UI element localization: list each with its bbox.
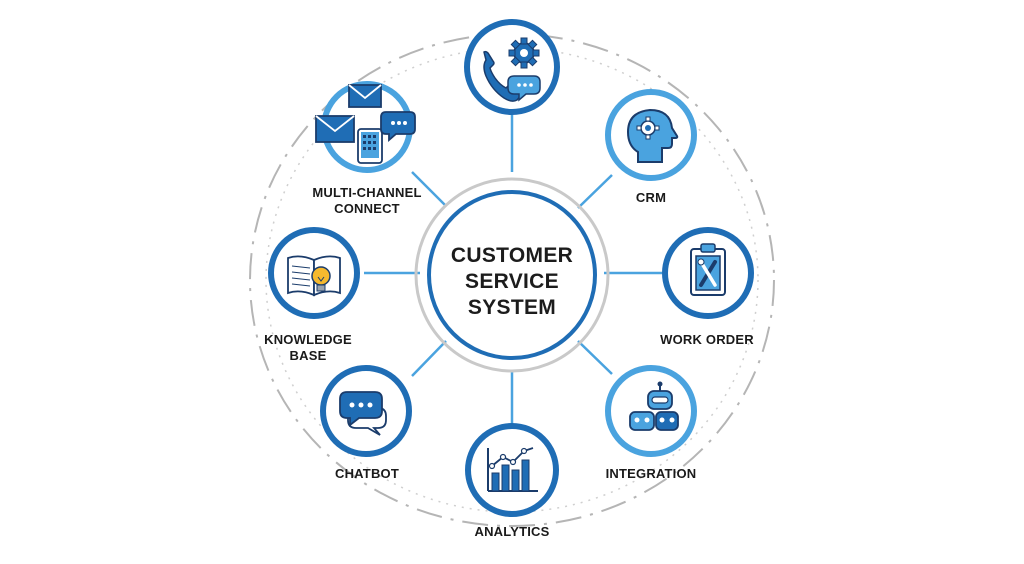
label-line: ANALYTICS <box>474 524 550 539</box>
head-gear-icon <box>626 108 679 163</box>
node-chatbot <box>320 365 412 457</box>
center-title: CUSTOMER SERVICE SYSTEM <box>451 243 573 321</box>
robots-icon <box>629 381 679 431</box>
node-multi-channel-connect <box>315 81 416 173</box>
label-analytics: ANALYTICS <box>475 524 550 540</box>
center-title-line: SERVICE <box>465 270 559 293</box>
chat-bubbles-icon <box>339 391 387 436</box>
center-title-line: CUSTOMER <box>450 244 574 267</box>
node-analytics <box>465 423 559 517</box>
label-multi-channel-connect: MULTI-CHANNEL CONNECT <box>312 185 421 217</box>
label-line: WORK ORDER <box>660 332 754 347</box>
label-line: CRM <box>635 190 667 205</box>
node-knowledge-base <box>268 227 360 319</box>
envelope-phone-chat-icon <box>315 84 416 164</box>
node-call-center <box>464 19 560 115</box>
label-work-order: WORK ORDER <box>660 332 754 348</box>
node-crm <box>605 89 697 181</box>
label-line: MULTI-CHANNEL <box>312 185 422 200</box>
label-line: CONNECT <box>334 201 400 216</box>
center-title-line: SYSTEM <box>467 296 557 319</box>
label-line: BASE <box>289 348 327 363</box>
label-line: KNOWLEDGE <box>264 332 352 347</box>
book-lightbulb-icon <box>287 255 341 297</box>
spokes <box>364 115 662 425</box>
phone-gear-chat-icon <box>483 37 541 102</box>
label-chatbot: CHATBOT <box>335 466 399 482</box>
label-line: INTEGRATION <box>605 466 697 481</box>
bar-chart-icon <box>487 447 538 492</box>
label-knowledge-base: KNOWLEDGE BASE <box>264 332 352 364</box>
clipboard-tools-icon <box>690 243 726 296</box>
center-hub <box>414 177 610 373</box>
label-line: CHATBOT <box>335 466 399 481</box>
node-work-order <box>662 227 754 319</box>
node-integration <box>605 365 697 457</box>
label-integration: INTEGRATION <box>606 466 697 482</box>
label-crm: CRM <box>636 190 666 206</box>
